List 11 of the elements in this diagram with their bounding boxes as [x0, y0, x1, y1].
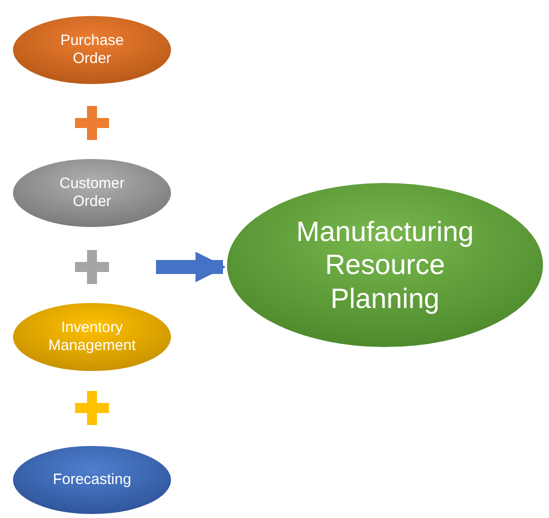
process-ellipse: [10, 13, 174, 87]
node-label: Purchase Order: [59, 32, 125, 68]
node-label: Forecasting: [52, 471, 132, 489]
node-label: Inventory Management: [47, 319, 137, 355]
node-label: Manufacturing Resource Planning: [295, 214, 475, 316]
process-ellipse: [10, 443, 174, 517]
arrow: [156, 252, 226, 282]
process-ellipse: [10, 300, 174, 374]
process-ellipse: [224, 180, 546, 350]
process-ellipse: [10, 156, 174, 230]
node-label: Customer Order: [58, 175, 126, 211]
